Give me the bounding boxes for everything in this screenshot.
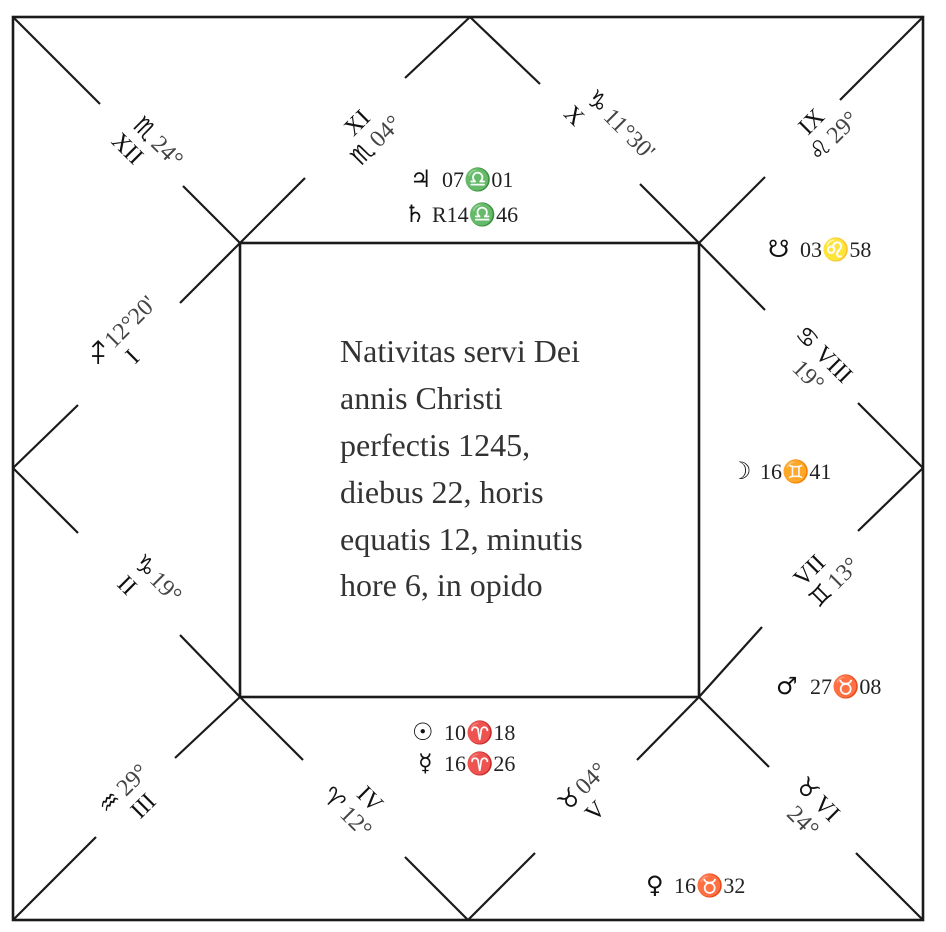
planet-node: ☋ 03♌58 (768, 235, 871, 263)
sun-icon: ☉ (412, 718, 434, 746)
house-XI: XI ♏ 04° (339, 105, 407, 171)
venus-position: 16♉32 (674, 873, 745, 898)
caption-line-5: equatis 12, minutis (340, 521, 583, 557)
house-I: ♐ 12°20' I (81, 291, 162, 370)
mars-icon: ♂ (776, 672, 798, 700)
moon-position: 16♊41 (760, 459, 831, 484)
sun-position: 10♈18 (444, 720, 515, 745)
venus-icon: ♀ (646, 871, 664, 899)
house-IX-degree: 29° (822, 107, 864, 149)
house-XII-degree: 24° (146, 131, 188, 173)
caption-line-6: hore 6, in opido (340, 567, 543, 603)
planet-saturn: ♄ R14♎46 (404, 200, 518, 228)
south-node-icon: ☋ (768, 235, 789, 263)
node-position: 03♌58 (800, 237, 871, 262)
saturn-position: R14♎46 (432, 202, 518, 227)
saturn-icon: ♄ (404, 200, 426, 228)
caption-line-3: perfectis 1245, (340, 427, 530, 463)
jupiter-icon: ♃ (410, 165, 432, 193)
planet-mercury: ☿ 16♈26 (418, 749, 515, 777)
house-XI-degree: 04° (365, 111, 407, 153)
jupiter-position: 07♎01 (442, 167, 513, 192)
house-III: ♒ 29° III (92, 759, 161, 824)
house-V: ♉ 04° V (552, 758, 613, 827)
mars-position: 27♉08 (810, 674, 881, 699)
house-VI: ♉ VI 24° (781, 771, 844, 843)
house-X-degree: 11°30' (598, 104, 660, 166)
house-I-label: I (121, 345, 145, 369)
house-IV: IV ♈ 12° (316, 781, 388, 843)
house-X: ♑ 11°30' X (558, 84, 660, 166)
house-IX: IX ♌ 29° (794, 104, 864, 167)
mercury-icon: ☿ (418, 749, 433, 777)
house-VII-degree: 13° (823, 553, 865, 595)
nativity-caption: Nativitas servi Dei annis Christi perfec… (340, 333, 583, 603)
planet-venus: ♀ 16♉32 (646, 871, 745, 899)
planet-sun: ☉ 10♈18 (412, 718, 515, 746)
planet-jupiter: ♃ 07♎01 (410, 165, 513, 193)
house-VIII: ♋ VIII 19° (787, 320, 857, 398)
caption-line-4: diebus 22, horis (340, 474, 544, 510)
house-II: ♑ 19° II (112, 548, 187, 609)
house-XII: ♏ 24° XII (106, 111, 188, 173)
planet-moon: ☽ 16♊41 (730, 457, 831, 485)
planet-mars: ♂ 27♉08 (776, 672, 881, 700)
moon-icon: ☽ (730, 457, 752, 485)
house-dividers (12, 16, 924, 921)
inner-square (238, 241, 701, 699)
caption-line-1: Nativitas servi Dei (340, 333, 580, 369)
house-I-degree: 12°20' (100, 291, 162, 353)
caption-line-2: annis Christi (340, 380, 503, 416)
house-VII: VII ♊ 13° (789, 550, 865, 613)
house-IX-label: IX (794, 104, 830, 140)
mercury-position: 16♈26 (444, 751, 515, 776)
